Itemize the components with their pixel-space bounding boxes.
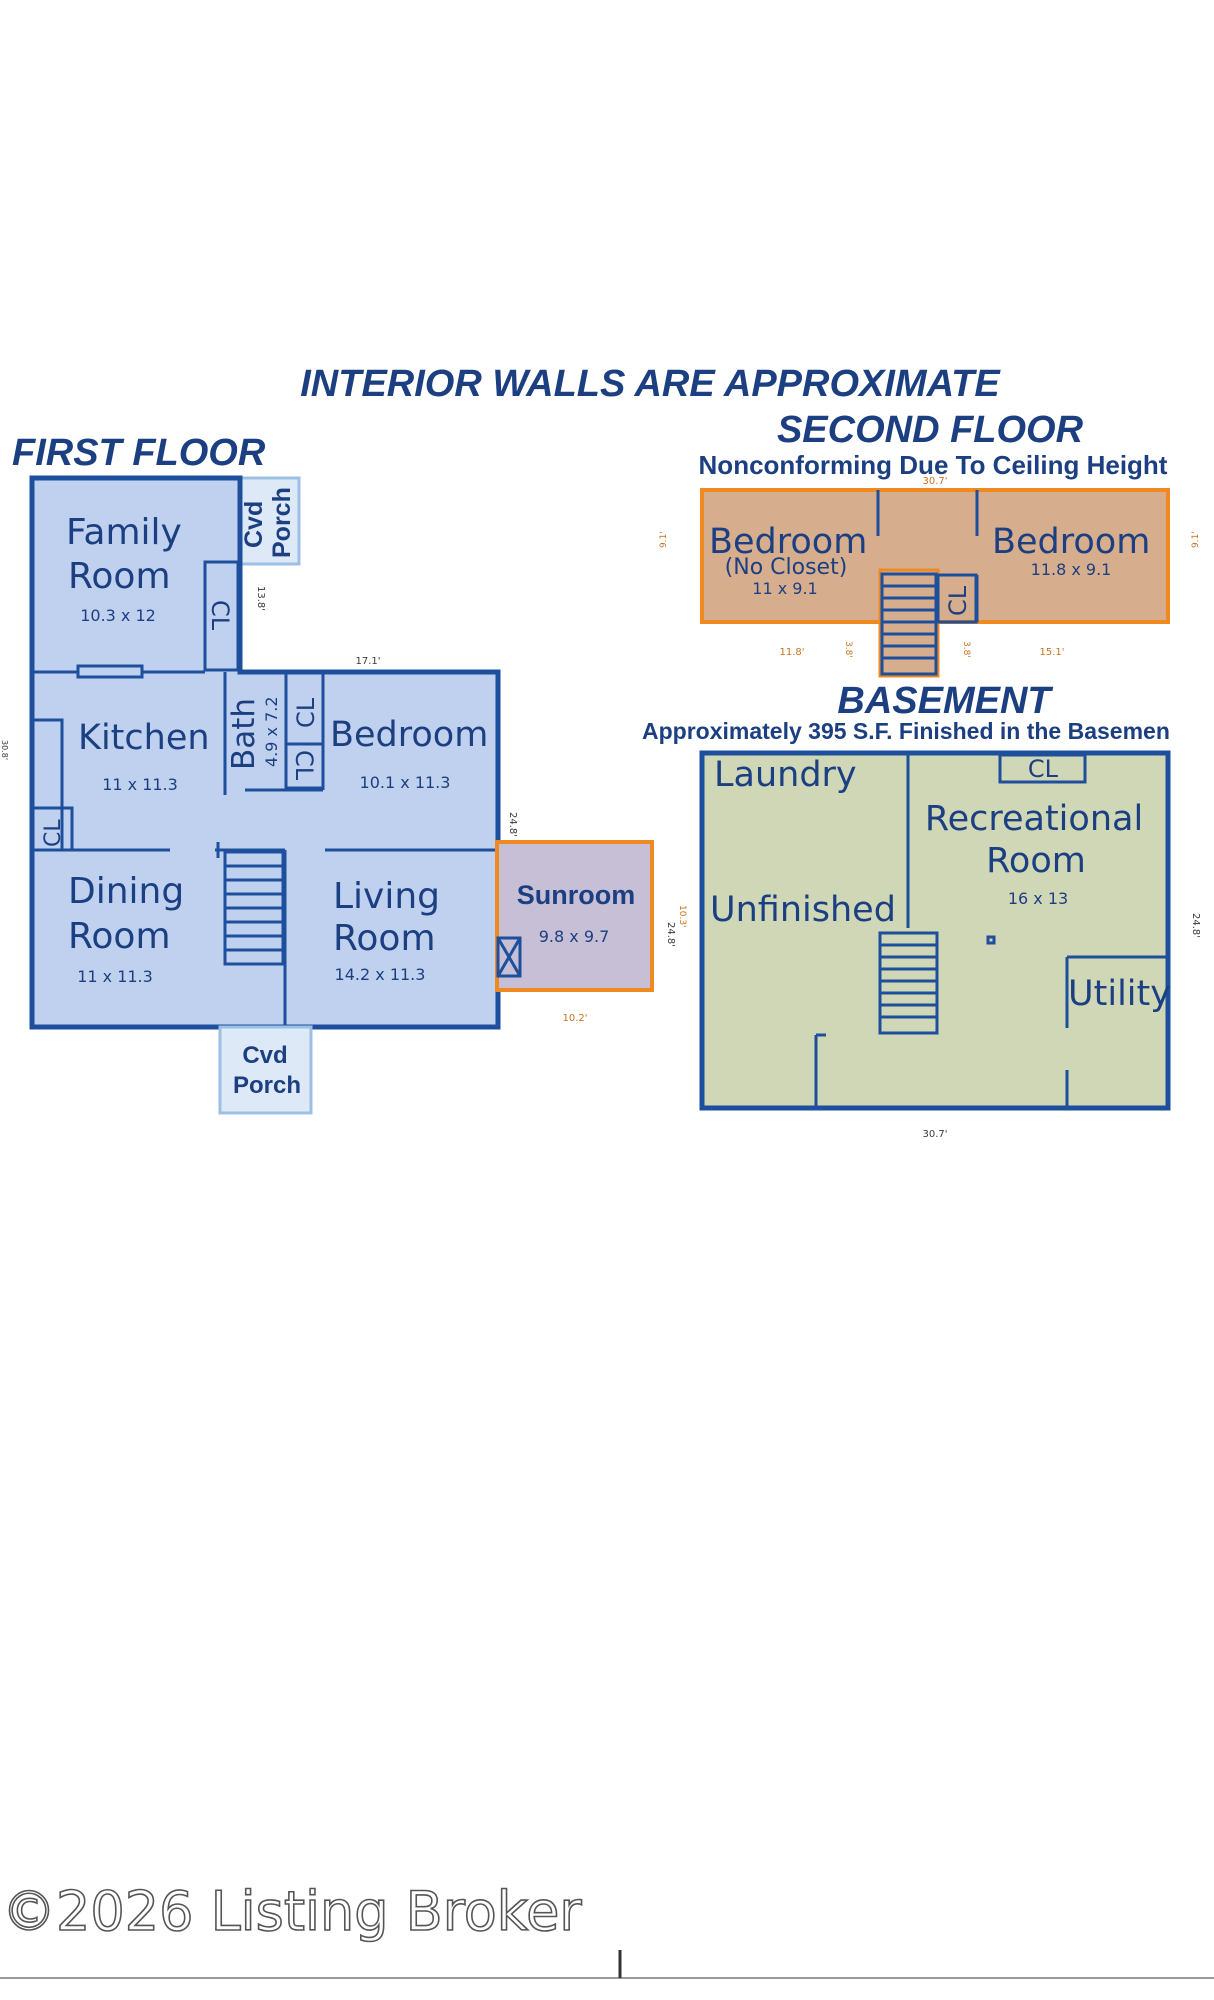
basement-closet-label: CL bbox=[1028, 755, 1059, 783]
family-room-label-2: Room bbox=[68, 556, 171, 597]
first-floor-heading: FIRST FLOOR bbox=[12, 432, 266, 474]
second-floor-measure-b2: 3.8' bbox=[843, 641, 853, 658]
basement-measure-right: 24.8' bbox=[1190, 913, 1201, 938]
second-floor-measure-left: 9.1' bbox=[659, 531, 669, 548]
second-floor-stairs bbox=[880, 572, 938, 676]
family-room-label: Family bbox=[66, 512, 182, 553]
recreational-room-label-2: Room bbox=[986, 841, 1086, 881]
second-floor-bedroom-right-label: Bedroom bbox=[992, 522, 1150, 562]
covered-porch-top-label: Cvd bbox=[240, 501, 268, 548]
second-floor-note: Nonconforming Due To Ceiling Height bbox=[699, 450, 1168, 480]
second-floor-plan: SECOND FLOOR Nonconforming Due To Ceilin… bbox=[659, 409, 1201, 678]
second-floor-measure-b4: 15.1' bbox=[1039, 647, 1064, 658]
living-room-label: Living bbox=[333, 876, 440, 917]
measure-sunroom-right: 24.8' bbox=[665, 922, 676, 947]
sunroom-label: Sunroom bbox=[517, 880, 636, 910]
second-floor-bedroom-left-note: (No Closet) bbox=[725, 555, 848, 580]
sunroom-feature-cross-b bbox=[496, 937, 522, 977]
copyright-watermark: ©2026 Listing Broker bbox=[2, 1880, 582, 1943]
kitchen-dims: 11 x 11.3 bbox=[102, 775, 178, 794]
second-floor-closet bbox=[936, 573, 978, 624]
kitchen-label: Kitchen bbox=[78, 718, 210, 758]
family-room-closet-label: CL bbox=[206, 600, 234, 631]
family-room-closet bbox=[203, 560, 240, 672]
basement-floor-drain bbox=[986, 935, 996, 945]
second-floor-measure-top: 30.7' bbox=[922, 476, 947, 487]
recreational-room-label: Recreational bbox=[925, 799, 1143, 839]
measure-sunroom-inner: 10.3' bbox=[677, 905, 687, 928]
first-floor-stairs bbox=[223, 850, 285, 966]
second-floor-bedroom-left-dims: 11 x 9.1 bbox=[752, 579, 817, 598]
second-floor-interior-walls bbox=[876, 490, 979, 624]
basement-note: Approximately 395 S.F. Finished in the B… bbox=[642, 718, 1170, 744]
covered-porch-bottom-label: Cvd bbox=[242, 1042, 287, 1069]
covered-porch-top-label-2: Porch bbox=[268, 487, 296, 558]
bath-closet-label-1: CL bbox=[292, 697, 320, 728]
utility-label: Utility bbox=[1068, 974, 1171, 1014]
living-room-dims: 14.2 x 11.3 bbox=[335, 965, 426, 984]
second-floor-bedroom-left-label: Bedroom bbox=[709, 522, 867, 562]
second-floor-measure-b3: 3.8' bbox=[961, 641, 971, 658]
first-floor-footprint bbox=[29, 475, 501, 1030]
covered-porch-bottom bbox=[218, 1025, 313, 1115]
bath-closet-label-2: CL bbox=[290, 750, 318, 781]
laundry-label: Laundry bbox=[714, 755, 857, 795]
second-floor-heading: SECOND FLOOR bbox=[777, 409, 1084, 451]
basement-plan: BASEMENT Approximately 395 S.F. Finished… bbox=[642, 680, 1201, 1140]
measure-left: 30.8' bbox=[0, 740, 9, 760]
bath-dims: 4.9 x 7.2 bbox=[262, 696, 281, 767]
recreational-room-dims: 16 x 13 bbox=[1008, 889, 1068, 908]
first-floor-interior-walls bbox=[30, 560, 498, 1027]
dining-room-label-2: Room bbox=[68, 916, 171, 957]
measure-top: 17.1' bbox=[355, 656, 380, 667]
basement-heading: BASEMENT bbox=[837, 680, 1053, 722]
second-floor-measure-right: 9.1' bbox=[1191, 531, 1201, 548]
bedroom-dims: 10.1 x 11.3 bbox=[360, 773, 451, 792]
basement-measure-bottom: 30.7' bbox=[922, 1129, 947, 1140]
dining-room-dims: 11 x 11.3 bbox=[77, 967, 153, 986]
measure-sunroom-bottom: 10.2' bbox=[562, 1013, 587, 1024]
covered-porch-bottom-label-2: Porch bbox=[233, 1072, 301, 1099]
second-floor-measure-b1: 11.8' bbox=[779, 647, 804, 658]
living-room-label-2: Room bbox=[333, 918, 436, 959]
kitchen-counter bbox=[76, 664, 144, 679]
basement-stairs bbox=[878, 931, 939, 1035]
measure-side-b: 24.8' bbox=[507, 812, 518, 837]
page-title: INTERIOR WALLS ARE APPROXIMATE bbox=[300, 363, 1001, 405]
sunroom-feature bbox=[496, 936, 522, 978]
first-floor-plan: FIRST FLOOR Cvd Porch bbox=[0, 432, 687, 1115]
bath-label: Bath bbox=[226, 698, 262, 770]
bedroom-label: Bedroom bbox=[330, 715, 488, 755]
sunroom bbox=[495, 840, 654, 992]
kitchen-closet-box bbox=[30, 806, 74, 852]
basement-footprint bbox=[699, 750, 1171, 1111]
measure-side-a: 13.8' bbox=[255, 586, 266, 611]
kitchen-closet-label: CL bbox=[41, 819, 66, 847]
family-room-dims: 10.3 x 12 bbox=[80, 606, 156, 625]
basement-interior-walls bbox=[814, 753, 1168, 1108]
sunroom-dims: 9.8 x 9.7 bbox=[539, 927, 610, 946]
second-floor-bedroom-right-dims: 11.8 x 9.1 bbox=[1031, 560, 1112, 579]
dining-room-label: Dining bbox=[68, 871, 184, 912]
basement-closet bbox=[998, 753, 1087, 784]
second-floor-closet-label: CL bbox=[944, 585, 972, 616]
unfinished-label: Unfinished bbox=[710, 890, 896, 930]
